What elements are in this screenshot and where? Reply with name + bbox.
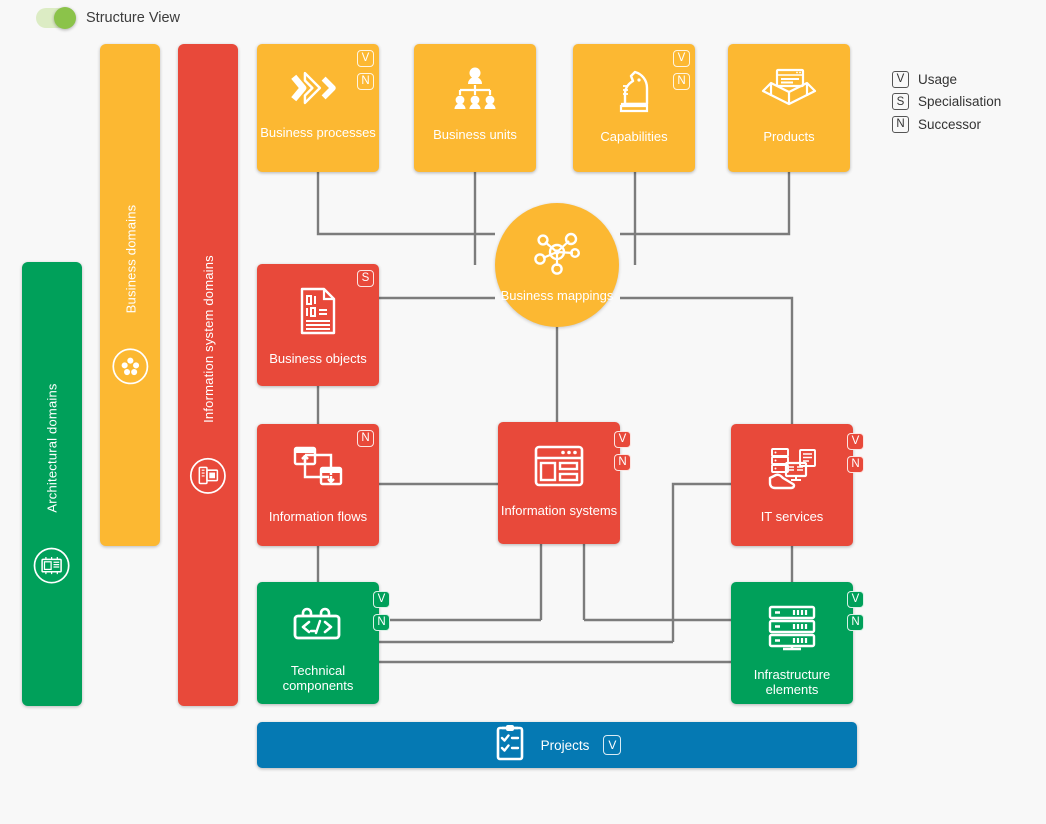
- chess-knight-icon: [611, 66, 657, 119]
- architecture-icon: [34, 547, 70, 584]
- badge-successor[interactable]: N: [847, 614, 864, 631]
- legend-item-successor: N Successor: [892, 113, 1001, 136]
- badge-specialisation[interactable]: S: [357, 270, 374, 287]
- card-label: Information flows: [268, 509, 368, 524]
- legend-label: Usage: [918, 71, 958, 87]
- app-window-icon: [533, 444, 585, 493]
- badge-group: N: [357, 430, 374, 447]
- badge-usage[interactable]: V: [847, 433, 864, 450]
- structure-view-label: Structure View: [86, 10, 181, 26]
- card-label: IT services: [760, 509, 824, 524]
- card-label: Technical components: [282, 663, 354, 693]
- card-label: Infrastructure elements: [753, 667, 831, 697]
- badge-successor[interactable]: N: [614, 454, 631, 471]
- lane-business-domains[interactable]: Business domains: [100, 44, 160, 546]
- projects-bar[interactable]: Projects V: [257, 722, 857, 768]
- badge-successor[interactable]: N: [373, 614, 390, 631]
- card-information-systems[interactable]: V N Information systems: [498, 422, 631, 544]
- badge-successor[interactable]: N: [673, 73, 690, 90]
- data-exchange-icon: [291, 446, 345, 499]
- card-technical-components[interactable]: V N Technical components: [257, 582, 390, 704]
- card-label: Business processes: [260, 125, 376, 140]
- badge-group: V N: [847, 433, 864, 473]
- card-business-units[interactable]: Business units: [414, 44, 536, 172]
- card-label: Business objects: [269, 351, 367, 366]
- badge-usage[interactable]: V: [673, 50, 690, 67]
- structure-view-toggle[interactable]: [36, 7, 76, 29]
- hub-label: Business mappings: [500, 287, 614, 303]
- card-capabilities[interactable]: V N Capabilities: [573, 44, 695, 172]
- badge-usage[interactable]: V: [603, 735, 622, 755]
- card-products[interactable]: Products: [728, 44, 850, 172]
- badge-usage[interactable]: V: [614, 431, 631, 448]
- business-domain-icon: [112, 348, 148, 385]
- structure-view-toggle-row: Structure View: [36, 7, 181, 29]
- badge-group: V N: [847, 591, 864, 631]
- lane-architectural-domains[interactable]: Architectural domains: [22, 262, 82, 706]
- legend-label: Successor: [918, 116, 982, 132]
- badge-group: S: [357, 270, 374, 287]
- badge-successor[interactable]: N: [357, 73, 374, 90]
- lane-information-system-domains[interactable]: Information system domains: [178, 44, 238, 706]
- badge-group: V N: [357, 50, 374, 90]
- card-it-services[interactable]: V N IT services: [731, 424, 864, 546]
- card-business-objects[interactable]: S Business objects: [257, 264, 379, 386]
- legend-label: Specialisation: [918, 94, 1002, 110]
- it-service-hand-icon: [764, 446, 820, 499]
- server-rack-icon: [765, 604, 819, 657]
- badge-group: V N: [673, 50, 690, 90]
- badge-usage[interactable]: V: [847, 591, 864, 608]
- legend-item-usage: V Usage: [892, 68, 1001, 91]
- legend-key-icon: N: [892, 115, 909, 133]
- badge-usage[interactable]: V: [373, 591, 390, 608]
- card-infrastructure-elements[interactable]: V N Infrastructure elements: [731, 582, 864, 704]
- hub-business-mappings[interactable]: Business mappings: [495, 203, 619, 327]
- badge-usage[interactable]: V: [357, 50, 374, 67]
- chevrons-icon: [290, 66, 346, 115]
- legend-item-specialisation: S Specialisation: [892, 91, 1001, 114]
- card-label: Capabilities: [600, 129, 668, 144]
- badge-group: V N: [614, 431, 631, 471]
- badge-successor[interactable]: N: [357, 430, 374, 447]
- legend-key-icon: S: [892, 93, 909, 111]
- org-chart-icon: [449, 66, 501, 117]
- code-brick-icon: [290, 604, 346, 653]
- legend-key-icon: V: [892, 70, 909, 88]
- toggle-knob-icon: [54, 7, 76, 29]
- legend: V Usage S Specialisation N Successor: [892, 68, 1001, 136]
- information-system-icon: [190, 457, 226, 494]
- clipboard-check-icon: [493, 724, 527, 767]
- network-hub-icon: [531, 228, 583, 281]
- card-label: Products: [763, 129, 815, 144]
- binary-document-icon: [296, 286, 340, 341]
- card-information-flows[interactable]: N Information flows: [257, 424, 379, 546]
- card-label: Information systems: [500, 503, 618, 518]
- card-label: Business units: [433, 127, 517, 142]
- card-business-processes[interactable]: V N Business processes: [257, 44, 379, 172]
- badge-successor[interactable]: N: [847, 456, 864, 473]
- open-box-icon: [761, 66, 817, 119]
- badge-group: V N: [373, 591, 390, 631]
- projects-label: Projects: [540, 737, 590, 753]
